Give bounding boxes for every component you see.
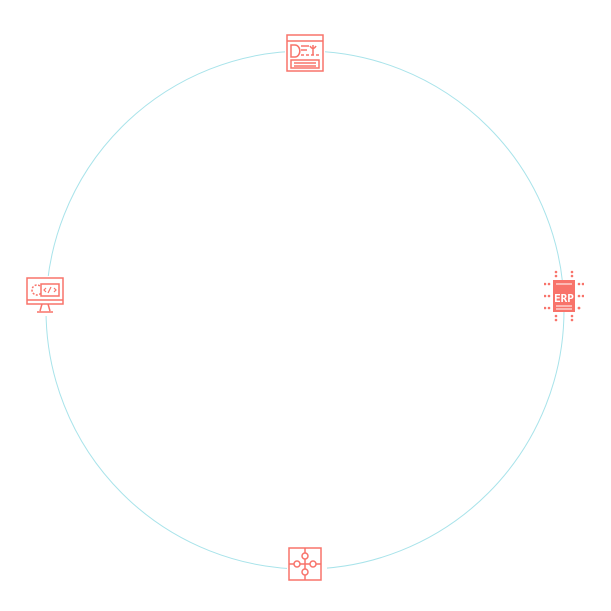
ring	[45, 50, 565, 570]
erp-chip-icon: ERP	[544, 270, 584, 322]
svg-text:ERP: ERP	[554, 292, 574, 305]
monitor-code-gear-icon	[25, 276, 65, 316]
puzzle-integration-icon	[287, 546, 327, 586]
web-design-icon	[285, 33, 325, 73]
